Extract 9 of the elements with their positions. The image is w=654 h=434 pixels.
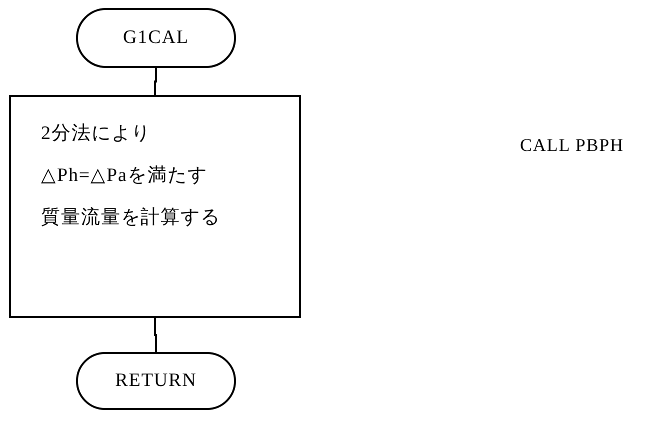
connector-line xyxy=(154,68,157,95)
note-text: CALL PBPH xyxy=(520,134,624,157)
process-text: 2分法により xyxy=(41,122,152,146)
process-box xyxy=(9,95,301,318)
process-text: △Ph=△Paを満たす xyxy=(41,164,208,188)
terminal-text: RETURN xyxy=(115,368,197,393)
connector-line xyxy=(154,318,157,352)
process-text: 質量流量を計算する xyxy=(41,206,222,230)
terminal-text: G1CAL xyxy=(123,26,189,50)
